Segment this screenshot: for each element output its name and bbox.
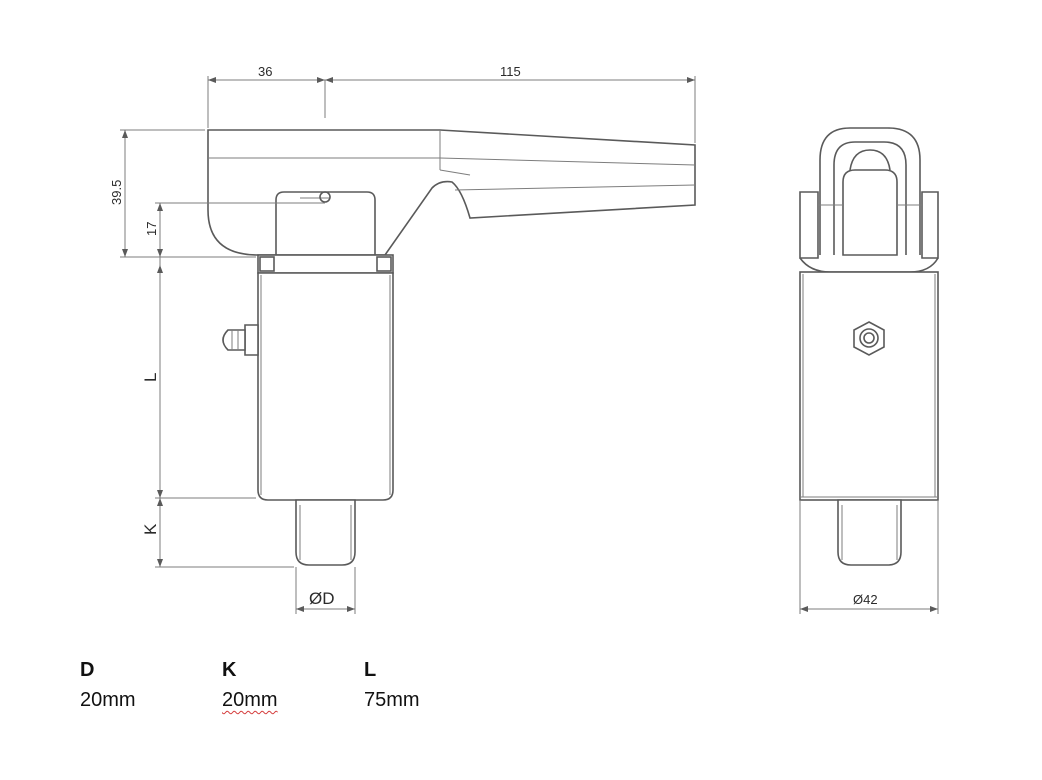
dimensions-left <box>120 76 696 614</box>
cylinder-body-side <box>257 272 394 501</box>
dim-D-label: ØD <box>309 589 335 608</box>
spec-column-k: K 20mm <box>222 655 278 715</box>
spec-value-d: 20mm <box>80 689 136 711</box>
spec-column-d: D 20mm <box>80 655 136 715</box>
grease-nipple-side <box>222 324 259 356</box>
plunger-pin-front <box>837 499 902 566</box>
spec-value-k: 20mm <box>222 689 278 711</box>
dim-top-right-label: 115 <box>500 64 521 79</box>
dim-L-label: L <box>141 373 160 382</box>
spec-header-d: D <box>80 659 95 681</box>
dim-K-label: K <box>141 523 160 535</box>
cylinder-body-front <box>799 271 939 501</box>
technical-drawing: 36 115 39.5 17 L K ØD <box>109 64 939 614</box>
handle-front-view <box>799 127 939 273</box>
dim-height-total-label: 39.5 <box>109 180 124 205</box>
spec-value-l: 75mm <box>364 689 420 711</box>
spec-table: D 20mm K 20mm L 75mm <box>80 655 580 725</box>
grease-nipple-front <box>853 321 885 356</box>
plunger-pin-side <box>295 499 356 566</box>
spec-header-l: L <box>364 659 377 681</box>
collar <box>257 254 394 274</box>
spec-column-l: L 75mm <box>364 655 420 715</box>
handle-side-view <box>207 80 696 256</box>
spec-header-k: K <box>222 659 237 681</box>
dimensions-right <box>799 500 939 614</box>
dim-top-left-label: 36 <box>258 64 272 79</box>
dim-diameter-label: Ø42 <box>853 592 878 607</box>
dim-height-inner-label: 17 <box>144 222 159 236</box>
